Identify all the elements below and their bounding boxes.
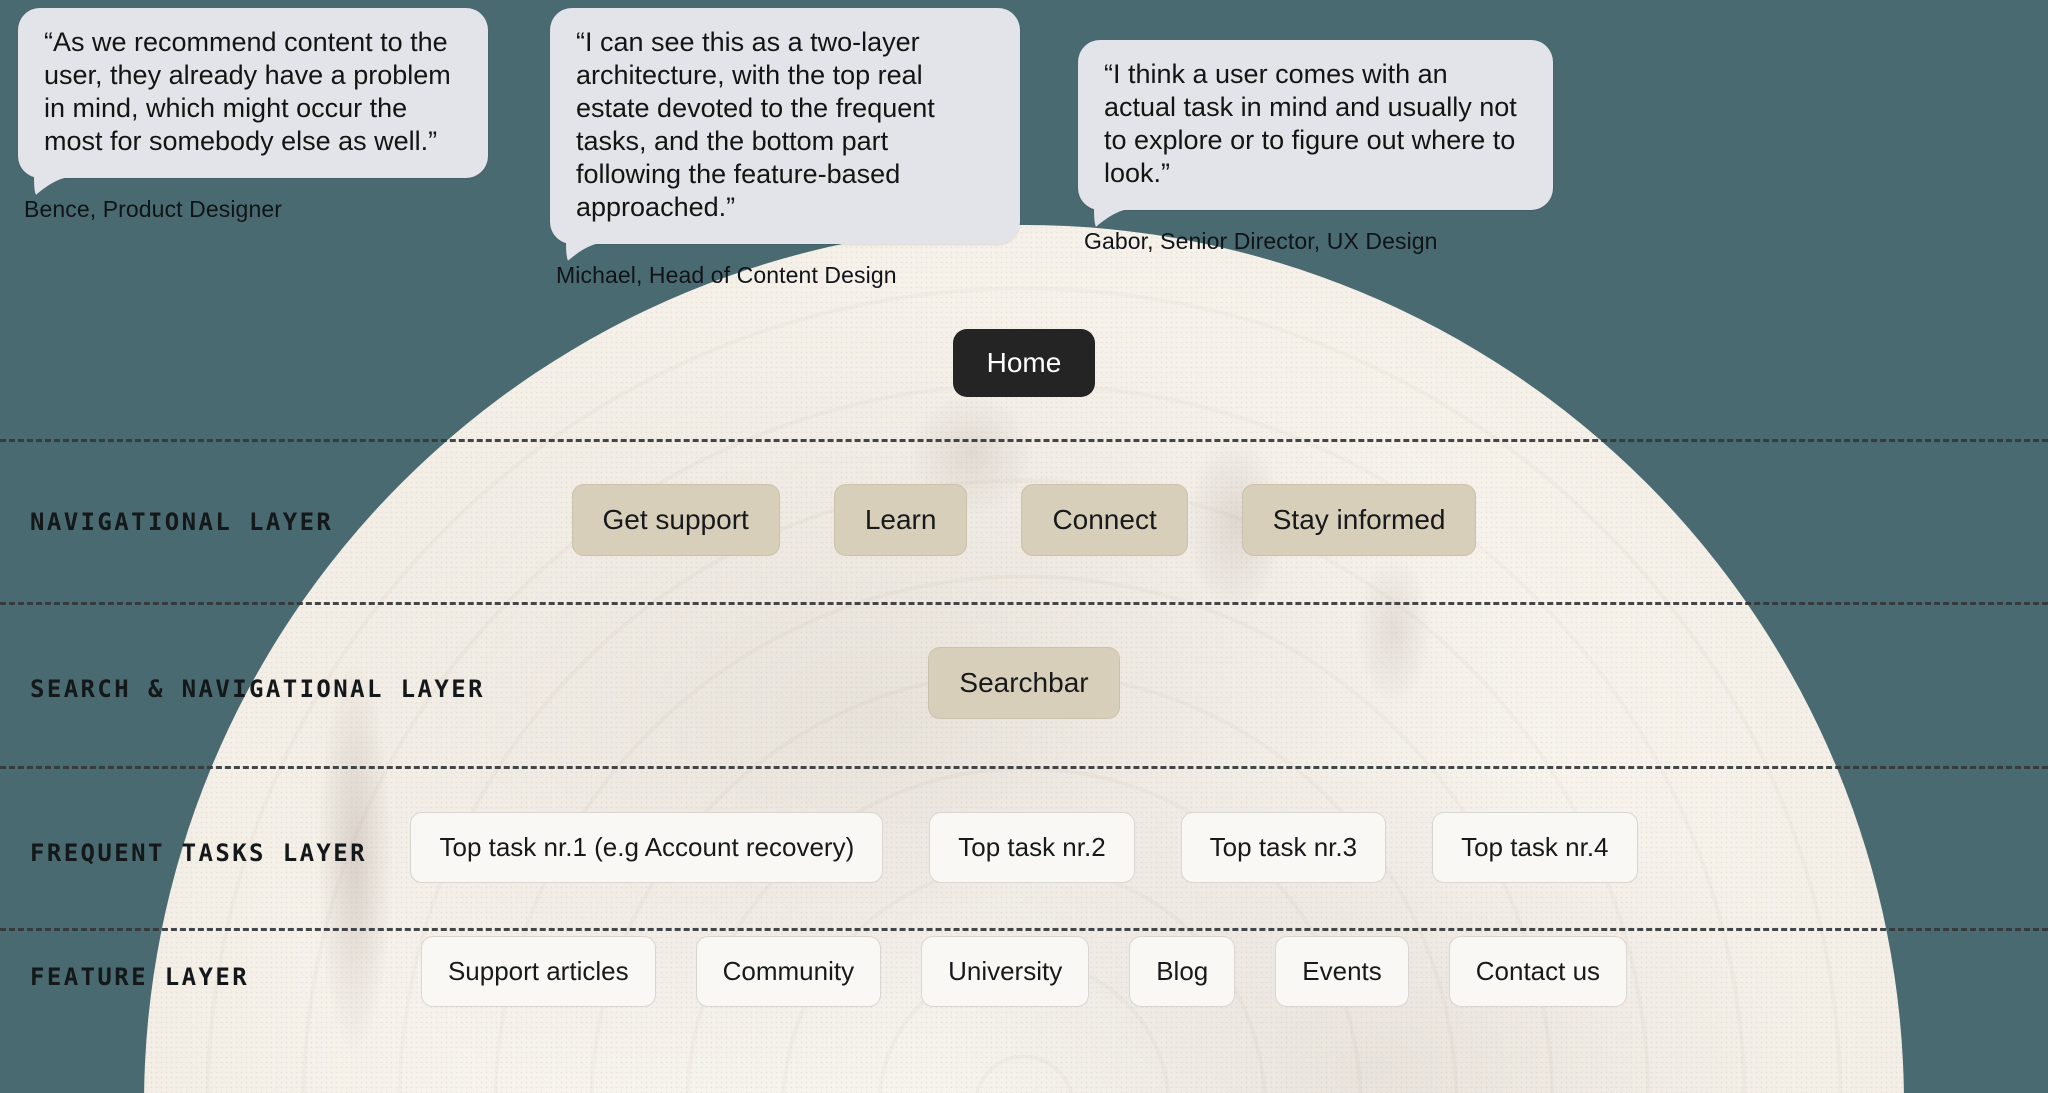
quote-attribution: Michael, Head of Content Design	[556, 261, 897, 288]
frequent-tasks-layer-row: Top task nr.1 (e.g Account recovery) Top…	[0, 811, 2048, 883]
quote-attribution: Gabor, Senior Director, UX Design	[1084, 227, 1438, 254]
quote-text: “I think a user comes with an actual tas…	[1104, 59, 1517, 188]
nav-chip-learn[interactable]: Learn	[833, 484, 968, 556]
feature-chip-contact-us[interactable]: Contact us	[1448, 935, 1628, 1007]
quote-text: “I can see this as a two-layer architect…	[576, 27, 935, 222]
feature-chip-support-articles[interactable]: Support articles	[420, 935, 656, 1007]
divider-line-1	[0, 439, 2048, 442]
feature-layer-row: Support articles Community University Bl…	[0, 935, 2048, 1007]
quote-card-2: “I can see this as a two-layer architect…	[550, 8, 1020, 289]
speech-bubble: “I can see this as a two-layer architect…	[550, 8, 1020, 244]
task-chip-4[interactable]: Top task nr.4	[1432, 811, 1638, 883]
task-chip-1[interactable]: Top task nr.1 (e.g Account recovery)	[410, 811, 884, 883]
feature-chip-community[interactable]: Community	[695, 935, 882, 1007]
feature-chip-blog[interactable]: Blog	[1129, 935, 1236, 1007]
task-chip-3[interactable]: Top task nr.3	[1180, 811, 1387, 883]
nav-chip-connect[interactable]: Connect	[1021, 484, 1188, 556]
quote-text: “As we recommend content to the user, th…	[44, 27, 451, 156]
nav-chip-get-support[interactable]: Get support	[571, 484, 780, 556]
task-chip-2[interactable]: Top task nr.2	[929, 811, 1135, 883]
speech-bubble: “I think a user comes with an actual tas…	[1078, 40, 1553, 210]
search-layer-row: Searchbar	[0, 647, 2048, 719]
quotes-row: “As we recommend content to the user, th…	[0, 0, 2048, 288]
speech-bubble: “As we recommend content to the user, th…	[18, 8, 488, 178]
quote-card-1: “As we recommend content to the user, th…	[18, 8, 488, 223]
feature-chip-events[interactable]: Events	[1275, 935, 1409, 1007]
search-chip-searchbar[interactable]: Searchbar	[928, 647, 1120, 719]
divider-line-3	[0, 766, 2048, 769]
home-button[interactable]: Home	[952, 329, 1096, 397]
navigational-layer-row: Get support Learn Connect Stay informed	[0, 484, 2048, 556]
home-row: Home	[0, 329, 2048, 397]
nav-chip-stay-informed[interactable]: Stay informed	[1241, 484, 1477, 556]
divider-line-4	[0, 928, 2048, 931]
divider-line-2	[0, 602, 2048, 605]
feature-chip-university[interactable]: University	[921, 935, 1090, 1007]
quote-card-3: “I think a user comes with an actual tas…	[1078, 40, 1553, 255]
quote-attribution: Bence, Product Designer	[24, 195, 282, 222]
